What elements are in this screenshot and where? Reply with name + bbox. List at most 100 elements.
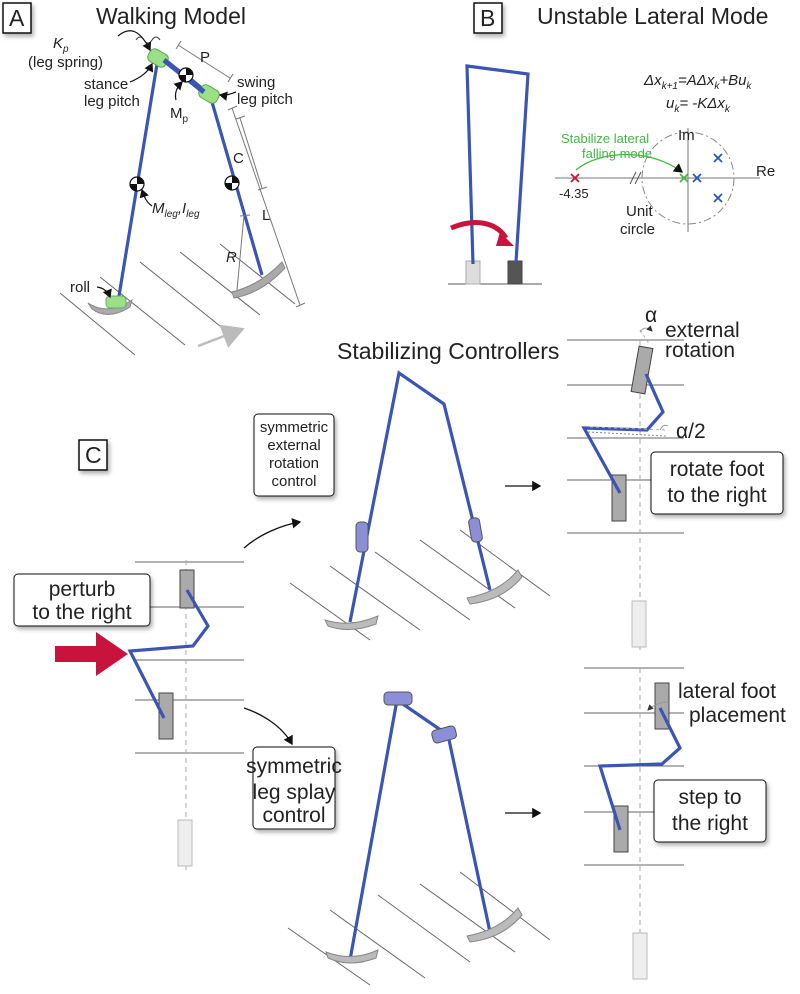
- perturb-label-1: perturb: [49, 578, 116, 601]
- perturb-box: perturb to the right: [13, 573, 151, 627]
- roll-arrow: [96, 286, 112, 299]
- stabilize-label-2: falling mode: [582, 146, 652, 161]
- dimension-c: C: [233, 115, 268, 191]
- swing-pitch-arrow: [218, 91, 237, 101]
- dimension-l: L: [227, 105, 306, 308]
- perturb-label-2: to the right: [32, 601, 131, 624]
- step-topview: [584, 667, 684, 980]
- alpha-half-label: α/2: [676, 420, 706, 443]
- lateral-label-1: lateral foot: [678, 680, 776, 703]
- splay-label-1: symmetric: [246, 755, 342, 778]
- stance-leg-mass-icon: [129, 176, 145, 192]
- stabilize-label-1: Stabilize lateral: [561, 131, 649, 146]
- hip-mass-label: Mp: [170, 105, 189, 125]
- ext-rot-label-1: external: [665, 319, 740, 342]
- rotate-foot-box: rotate foot to the right: [650, 451, 784, 515]
- fall-arrow-head: [496, 232, 514, 246]
- panel-b: B Unstable Lateral Mode Δxk+1=AΔxk+Buk u…: [448, 2, 775, 285]
- ext-rotation-label-box: symmetric external rotation control: [253, 413, 335, 497]
- swing-label-1: swing: [237, 74, 275, 91]
- stabilize-arrow: [575, 153, 684, 173]
- splay-label-3: control: [262, 804, 325, 827]
- equation-1: Δxk+1=AΔxk+Buk: [643, 72, 752, 92]
- leg-mass-arrow: [139, 188, 153, 207]
- unit-circle-label-2: circle: [620, 221, 655, 238]
- ground-lines-a: [59, 243, 296, 356]
- perturb-arrow: [55, 632, 128, 676]
- alpha-label: α: [645, 304, 657, 327]
- perturb-topview: [127, 560, 244, 870]
- stance-label-1: stance: [84, 76, 128, 93]
- pendulum-right-foot: [507, 260, 523, 285]
- splay-left-actuator: [383, 691, 413, 706]
- panel-c-title: Stabilizing Controllers: [337, 338, 559, 364]
- c-label: C: [233, 150, 244, 167]
- branch-arrow-top: [243, 518, 302, 549]
- hip-mass-arrow: [173, 81, 183, 101]
- step-right-box: step to the right: [653, 779, 767, 843]
- ext-rotation-legs: [348, 370, 492, 623]
- ext-left-foot: [324, 615, 379, 630]
- pendulum-legs: [465, 64, 530, 265]
- lateral-label-2: placement: [689, 704, 786, 727]
- step-label-2: the right: [672, 812, 748, 835]
- ext-left-actuator: [355, 521, 369, 553]
- stance-label-2: leg pitch: [84, 93, 140, 110]
- equation-2: uk= -KΔxk: [666, 95, 731, 115]
- r-label: R: [226, 249, 237, 266]
- splay-label-2: leg splay: [253, 781, 336, 804]
- panel-a-title: Walking Model: [96, 3, 246, 29]
- roll-label: roll: [70, 279, 90, 296]
- stabilized-pole-marker: [679, 173, 689, 183]
- kp-arrow: [117, 30, 152, 52]
- stance-foot: [87, 298, 133, 315]
- pole-value-label: -4.35: [559, 186, 589, 201]
- branch-arrow-bottom: [243, 707, 293, 746]
- pendulum-left-foot: [465, 260, 481, 285]
- swing-foot: [231, 261, 286, 299]
- panel-b-tag: B: [480, 5, 495, 31]
- panel-a: A Walking Model: [2, 2, 306, 356]
- ext-label-2: external: [267, 437, 320, 454]
- unit-circle: [641, 131, 735, 225]
- l-label: L: [262, 207, 270, 224]
- p-label: P: [200, 49, 210, 66]
- ext-right-foot: [466, 569, 523, 605]
- rotate-label-2: to the right: [667, 484, 766, 507]
- panel-a-tag-box: [2, 2, 32, 34]
- fall-arrow: [450, 220, 509, 240]
- rotate-label-1: rotate foot: [670, 458, 765, 481]
- unit-circle-label-1: Unit: [626, 203, 654, 220]
- ext-label-1: symmetric: [260, 419, 329, 436]
- splay-label-box: symmetric leg splay control: [246, 746, 342, 830]
- im-label: Im: [678, 127, 695, 144]
- rotate-topview: [567, 325, 684, 650]
- leg-spring-label: (leg spring): [28, 54, 103, 71]
- ext-rot-label-2: rotation: [665, 339, 735, 362]
- step-label-1: step to: [678, 786, 741, 809]
- spring-icon: [135, 36, 161, 44]
- stance-pitch-arrow: [129, 62, 154, 83]
- stable-pole-markers: [692, 153, 723, 203]
- stance-pitch-actuator: [147, 48, 169, 68]
- walking-direction-arrow: [197, 324, 245, 348]
- re-label: Re: [756, 163, 775, 180]
- panel-a-tag: A: [9, 5, 25, 31]
- kp-label: Kp: [53, 35, 69, 55]
- axis-break: [629, 171, 642, 185]
- panel-b-tag-box: [473, 2, 503, 34]
- ground-lines-c-bottom: [287, 871, 551, 986]
- splay-right-foot: [466, 907, 523, 943]
- panel-b-title: Unstable Lateral Mode: [537, 3, 768, 29]
- splay-left-foot: [325, 949, 379, 964]
- splay-right-actuator: [431, 725, 458, 744]
- ext-label-4: control: [271, 473, 316, 490]
- splay-legs: [348, 697, 492, 961]
- dimension-p: P: [175, 40, 234, 83]
- hip-mass-icon: [178, 67, 194, 83]
- ext-label-3: rotation: [269, 455, 319, 472]
- ext-right-actuator: [468, 517, 483, 543]
- dimension-r: R: [226, 214, 251, 291]
- roll-actuator: [105, 295, 127, 309]
